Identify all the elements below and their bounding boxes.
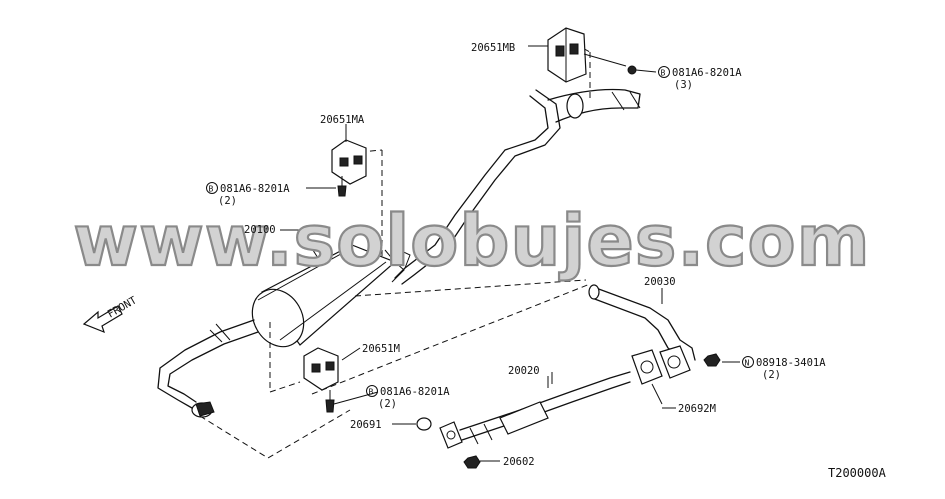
front-arrow-icon [82, 305, 123, 334]
bolt-badge-letter: B [209, 185, 214, 194]
callout-bolt-top-qty: (3) [674, 79, 693, 91]
bolt-badge-icon [366, 385, 378, 397]
callout-20651MA: 20651MA [320, 114, 365, 126]
callout-20030: 20030 [644, 276, 676, 288]
bolt-badge-letter: B [369, 388, 374, 397]
callout-20602: 20602 [503, 456, 535, 468]
bolt-badge-icon [658, 66, 670, 78]
nut-right [703, 353, 721, 367]
hanger-20651MA [331, 139, 367, 197]
callout-bolt-mid: 081A6-8201A [380, 386, 450, 398]
callout-bolt-mid-qty: (2) [378, 398, 397, 410]
callout-nut-right-qty: (2) [762, 369, 781, 381]
bolt-badge-icon [206, 182, 218, 194]
main-muffler [251, 244, 411, 348]
nut-20602 [463, 455, 481, 469]
hanger-20651M [303, 347, 339, 413]
gasket-20692M [631, 349, 663, 405]
callout-20100: 20100 [244, 224, 276, 236]
bolt-badge-letter: B [661, 69, 666, 78]
callout-20691: 20691 [350, 419, 382, 431]
ring-20691 [416, 417, 432, 431]
nut-badge-letter: N [745, 359, 750, 368]
center-pipe-20030 [588, 284, 696, 379]
callout-20651MB: 20651MB [471, 42, 515, 54]
front-pipe [157, 319, 259, 418]
tail-pipe [394, 88, 641, 285]
diagram-code: T200000A [828, 466, 887, 480]
hanger-20651MB [547, 27, 657, 83]
watermark-text: www.solobujes.com [73, 200, 870, 282]
leader-lines [280, 45, 740, 462]
callout-bolt-left-qty: (2) [218, 195, 237, 207]
callout-nut-right: 08918-3401A [756, 357, 826, 369]
nut-badge-icon [742, 356, 754, 368]
callout-bolt-top: 081A6-8201A [672, 67, 742, 79]
callout-20692M: 20692M [678, 403, 716, 415]
callout-20020: 20020 [508, 365, 540, 377]
callout-bolt-left: 081A6-8201A [220, 183, 290, 195]
front-direction-label: FRONT [106, 294, 140, 321]
callout-20651M: 20651M [362, 343, 400, 355]
front-pipe-20020 [439, 371, 631, 449]
